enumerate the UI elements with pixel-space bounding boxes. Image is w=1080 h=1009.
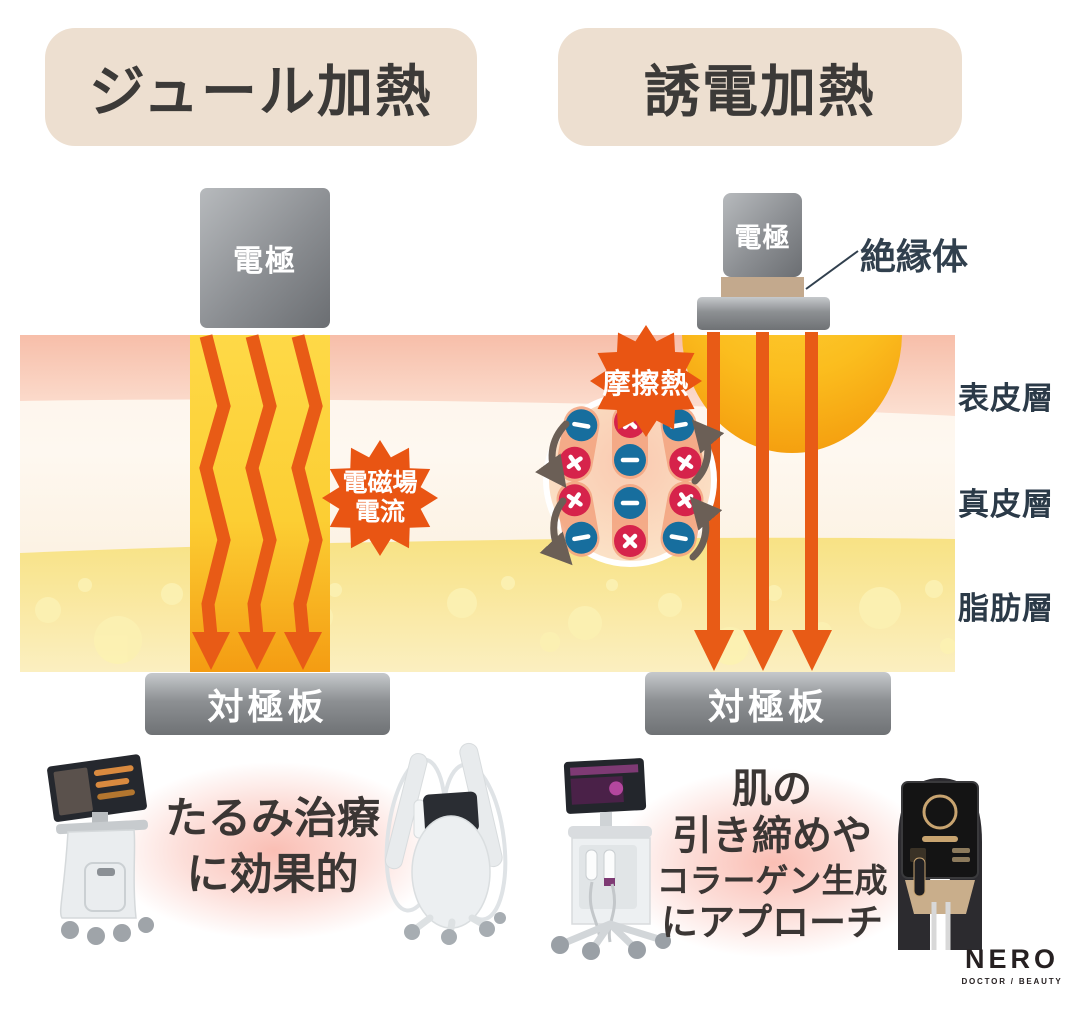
zigzag-arrowheads (192, 632, 322, 670)
zigzag-current-arrows (199, 334, 323, 637)
left-electrode-label: 電極 (233, 245, 297, 278)
em-field-burst (322, 440, 438, 556)
straight-current-arrows (694, 332, 832, 671)
joule-heating-title: ジュール加熱 (88, 59, 434, 123)
left-electrode (200, 188, 330, 328)
right-electrode-label: 電極 (734, 222, 791, 253)
nero-logo-brand: NERO (964, 944, 1059, 974)
dermis-layer-label: 真皮層 (958, 487, 1054, 522)
left-result-glow (108, 762, 440, 940)
dielectric-result-line1: 肌の (732, 767, 812, 811)
em-field-badge-line2: 電流 (354, 498, 405, 526)
left-device-arms-image (384, 742, 508, 945)
friction-heat-badge-label: 摩擦熱 (588, 362, 704, 402)
nero-logo-tagline: DOCTOR / BEAUTY (961, 977, 1063, 986)
right-electrode-plate (697, 297, 830, 330)
left-counter-plate-label: 対極板 (207, 686, 328, 727)
joule-result-line2: に効果的 (186, 850, 359, 899)
right-counter-plate-label: 対極板 (707, 685, 828, 727)
dielectric-result-line4: にアプローチ (661, 902, 883, 944)
rotation-arrow-icons (535, 419, 725, 566)
dielectric-heating-title: 誘電加熱 (644, 59, 876, 123)
joule-result-line1: たるみ治療 (165, 795, 380, 843)
dielectric-result-caption: 肌の 引き締めや コラーゲン生成 にアプローチ (632, 766, 912, 946)
insulator-pointer-line (805, 250, 859, 290)
right-counter-plate (645, 672, 891, 735)
joule-heating-title-badge: ジュール加熱 (45, 28, 477, 146)
friction-heat-burst (590, 325, 702, 437)
dipole-molecule (612, 484, 648, 560)
dielectric-result-line2: 引き締めや (672, 814, 872, 858)
right-electrode (723, 193, 802, 277)
right-device-cart-image (551, 758, 671, 960)
em-field-badge-label: 電磁場 電流 (322, 452, 438, 544)
dielectric-result-line3: コラーゲン生成 (656, 862, 888, 899)
right-result-glow (612, 768, 934, 958)
insulator-label: 絶縁体 (860, 236, 969, 277)
nero-logo: NERO DOCTOR / BEAUTY (956, 944, 1068, 986)
dielectric-heating-title-badge: 誘電加熱 (558, 28, 962, 146)
em-field-badge-line1: 電磁場 (342, 468, 418, 497)
fat-layer-label: 脂肪層 (958, 591, 1054, 626)
left-device-cart-image (47, 754, 154, 945)
friction-heat-text: 摩擦熱 (602, 368, 690, 399)
epidermis-layer-label: 表皮層 (958, 381, 1054, 416)
dielectric-heat-dome (682, 335, 902, 453)
left-counter-plate (145, 673, 390, 735)
right-device-tower-image (898, 778, 982, 950)
joule-result-caption: たるみ治療 に効果的 (140, 792, 405, 904)
insulator-block (721, 277, 804, 297)
